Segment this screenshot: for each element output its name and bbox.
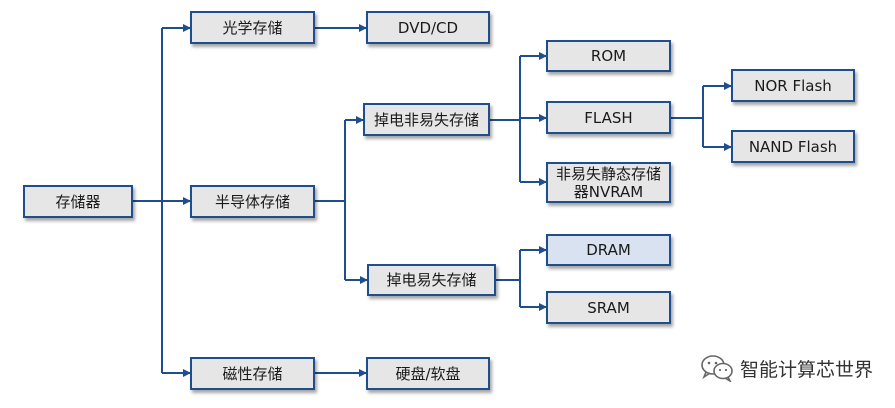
node-storage: 存储器 (23, 185, 133, 218)
node-storage-label: 存储器 (55, 192, 101, 211)
node-nand-flash: NAND Flash (731, 130, 855, 163)
watermark-text: 智能计算芯世界 (739, 358, 873, 381)
node-nvram: 非易失静态存储器NVRAM (546, 162, 671, 203)
node-rom: ROM (546, 40, 671, 72)
node-sram-label: SRAM (587, 298, 630, 317)
node-nvram-label: 非易失静态存储器NVRAM (555, 164, 661, 201)
node-magnetic-storage-label: 磁性存储 (222, 364, 283, 383)
node-nor-flash: NOR Flash (731, 69, 855, 102)
node-semiconductor-storage: 半导体存储 (190, 185, 315, 218)
wechat-icon (701, 355, 733, 382)
node-volatile-storage-label: 掉电易失存储 (386, 271, 477, 289)
node-sram: SRAM (546, 291, 671, 324)
node-hdd-floppy: 硬盘/软盘 (366, 357, 490, 390)
node-hdd-floppy-label: 硬盘/软盘 (395, 364, 461, 383)
node-semiconductor-storage-label: 半导体存储 (214, 192, 290, 211)
node-nonvolatile-storage-label: 掉电非易失存储 (373, 110, 479, 129)
node-dram-label: DRAM (586, 241, 631, 259)
node-volatile-storage: 掉电易失存储 (367, 264, 496, 296)
node-magnetic-storage: 磁性存储 (190, 357, 315, 390)
node-rom-label: ROM (590, 47, 627, 65)
node-nor-flash-label: NOR Flash (754, 76, 832, 95)
node-dram: DRAM (546, 234, 671, 266)
node-optical-storage-label: 光学存储 (222, 18, 283, 37)
node-dvd-cd: DVD/CD (366, 11, 490, 44)
node-nonvolatile-storage: 掉电非易失存储 (363, 103, 490, 136)
watermark: 智能计算芯世界 (700, 354, 873, 382)
node-flash: FLASH (546, 101, 671, 134)
node-optical-storage: 光学存储 (190, 11, 315, 44)
node-flash-label: FLASH (584, 108, 633, 127)
node-dvd-cd-label: DVD/CD (397, 18, 459, 37)
node-nand-flash-label: NAND Flash (748, 137, 838, 156)
